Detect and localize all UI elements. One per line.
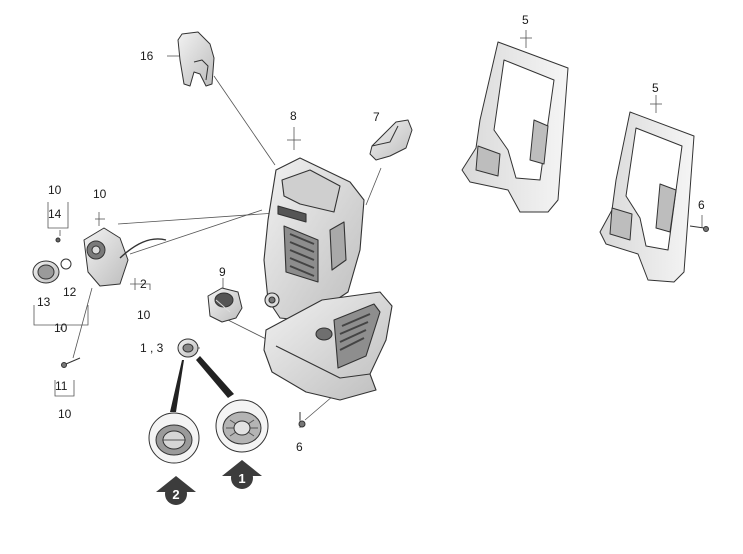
screw-6-bottom <box>298 412 306 428</box>
callout-5-right-frame: 5 <box>652 81 659 95</box>
callout-8: 8 <box>290 109 297 123</box>
part-1-3-knob <box>177 338 199 358</box>
part-7-clip <box>369 119 413 161</box>
callout-6-right: 6 <box>698 198 705 212</box>
callout-10-bottom: 10 <box>58 407 72 421</box>
base-housing <box>263 291 393 401</box>
part-5-frame-right <box>599 111 695 283</box>
callout-7: 7 <box>373 110 380 124</box>
callout-1-3: 1 , 3 <box>140 341 164 355</box>
svg-text:2: 2 <box>172 487 179 502</box>
callout-11: 11 <box>55 379 68 393</box>
callout-9: 9 <box>219 265 226 279</box>
callout-5-left-frame: 5 <box>522 13 529 27</box>
detail-view-2 <box>148 412 200 464</box>
callout-10-mid: 10 <box>54 321 68 335</box>
svg-text:1: 1 <box>238 471 245 486</box>
detail-view-1 <box>215 399 269 453</box>
part-5-frame-left <box>461 41 569 213</box>
callout-16: 16 <box>140 49 154 63</box>
step-badge-1: 1 <box>222 460 262 489</box>
detail-pointers <box>170 356 234 412</box>
part-8-main-housing <box>263 157 365 321</box>
part-9-hose-holder <box>207 287 243 323</box>
callout-12: 12 <box>63 285 77 299</box>
callout-2: 2 <box>140 277 147 291</box>
callout-10-hose: 10 <box>137 308 151 322</box>
callout-13: 13 <box>37 295 51 309</box>
step-badge-2: 2 <box>156 476 196 505</box>
part-16-handle-cover <box>177 31 215 87</box>
left-assembly <box>32 227 167 368</box>
callout-14: 14 <box>48 207 62 221</box>
callout-6-bottom: 6 <box>296 440 303 454</box>
callout-10-top-left: 10 <box>48 183 62 197</box>
screw-6-right <box>689 225 709 232</box>
callout-10-holder: 10 <box>93 187 107 201</box>
